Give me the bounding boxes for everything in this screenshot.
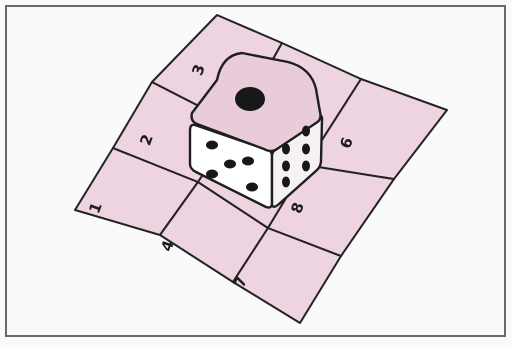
die-right-pip [282, 177, 290, 188]
die-right-pip [302, 161, 310, 172]
die-left-pip [246, 183, 258, 192]
die-left-pip [206, 141, 218, 150]
die-right-pip [282, 161, 290, 172]
die-right-pip [302, 144, 310, 155]
die-right-pip [302, 126, 310, 137]
die-left-pip [224, 160, 236, 169]
die-left-pip [206, 170, 218, 179]
die-left-pip [242, 157, 254, 166]
die-top-pip [235, 87, 265, 111]
die-right-pip [282, 144, 290, 155]
